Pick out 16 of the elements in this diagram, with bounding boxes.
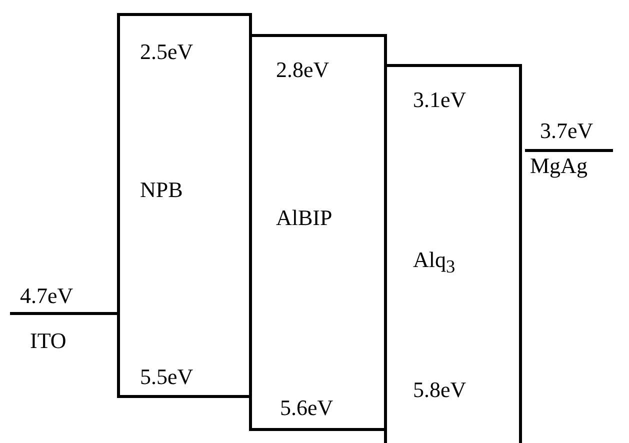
energy-value: 2.5eV <box>140 41 194 63</box>
energy-value: 5.6eV <box>280 397 334 419</box>
energy-value: 2.8eV <box>276 59 330 81</box>
electrode-name: ITO <box>30 330 66 352</box>
electrode-name: MgAg <box>530 155 588 177</box>
energy-value: 3.7eV <box>540 120 594 142</box>
energy-value: 4.7eV <box>20 285 74 307</box>
energy-band-box <box>117 13 252 398</box>
energy-band-box <box>384 64 522 443</box>
energy-value: 5.5eV <box>140 366 194 388</box>
layer-name: Alq$_{3}$ <box>413 249 456 276</box>
layer-name: AlBIP <box>276 207 332 229</box>
layer-name: NPB <box>140 179 183 201</box>
energy-value: 3.1eV <box>413 89 466 111</box>
energy-band-box <box>249 34 387 431</box>
energy-value: 5.8eV <box>413 379 466 401</box>
